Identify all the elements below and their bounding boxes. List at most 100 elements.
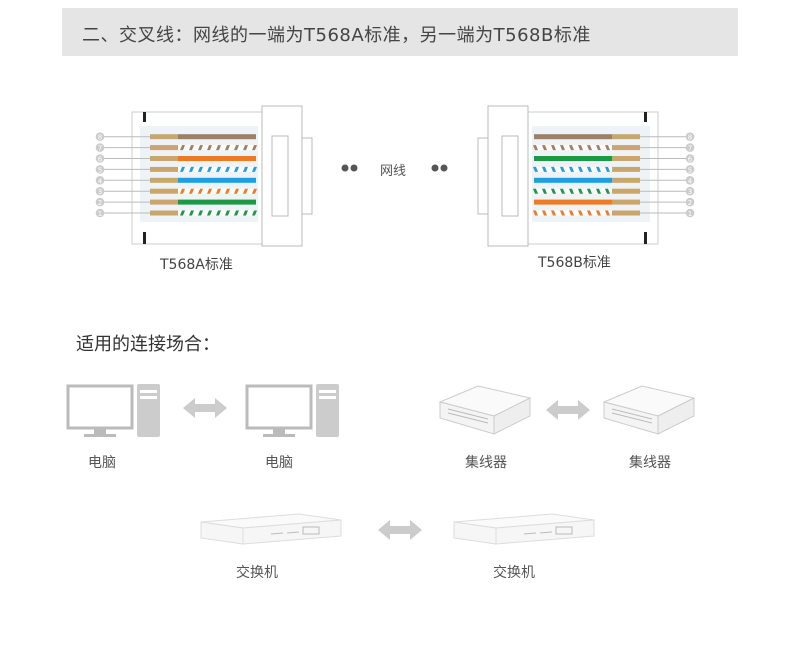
wire-stripe	[198, 145, 203, 151]
pin-contact	[612, 166, 640, 172]
pin-number: 8	[98, 134, 102, 142]
pin-contact	[150, 134, 178, 140]
device-label: 集线器	[465, 455, 507, 471]
wire-stripe	[605, 145, 610, 151]
latch-mark	[143, 112, 146, 122]
plug-tab	[301, 137, 313, 215]
device-label: 电脑	[88, 455, 116, 471]
wire	[178, 177, 256, 183]
pin-number-badge	[685, 143, 695, 152]
wire-stripe	[533, 145, 538, 151]
wire-stripe	[560, 166, 565, 172]
wire-stripe	[551, 210, 556, 216]
pin-number: 2	[688, 199, 692, 207]
plug-slot	[271, 135, 289, 217]
wire-stripe	[243, 145, 248, 151]
wire-stripe	[578, 188, 583, 194]
computer-icon	[245, 384, 339, 437]
wire-stripe	[225, 166, 230, 172]
cable-dots-right	[431, 164, 448, 172]
wire-stripe	[225, 145, 230, 151]
pin-contact	[612, 188, 640, 194]
pin-number: 5	[98, 166, 102, 174]
double-arrow-icon	[378, 520, 422, 540]
plug-window	[140, 126, 258, 222]
pin-contact	[612, 134, 640, 140]
wire-stripe	[551, 145, 556, 151]
wire-stripe	[578, 166, 583, 172]
computer-icon	[66, 384, 160, 437]
cable-label: 网线	[380, 164, 407, 179]
wire-stripe	[596, 145, 601, 151]
wire	[534, 199, 612, 205]
wire-stripe	[216, 145, 221, 151]
hub-icon	[438, 385, 532, 435]
device-label: 交换机	[493, 565, 535, 581]
wire-stripe	[189, 210, 194, 216]
pin-number-badge	[685, 186, 695, 196]
pin-number-badge	[95, 143, 105, 152]
wire-stripe	[605, 210, 610, 216]
wire-stripe	[560, 188, 565, 194]
pin-contact	[612, 199, 640, 205]
pin-number-badge	[95, 186, 105, 196]
pin-number-badge	[685, 154, 695, 163]
device-label: 电脑	[265, 455, 293, 471]
pin-number-badge	[95, 132, 105, 141]
hub-icon	[602, 385, 696, 435]
switch-icon	[200, 513, 342, 545]
wire-stripe	[207, 188, 212, 194]
pin-number-badge	[95, 208, 105, 218]
pin-contact	[150, 166, 178, 172]
wire-stripe	[234, 188, 239, 194]
wire	[178, 166, 256, 172]
pin-contact	[612, 156, 640, 161]
wire-stripe	[605, 188, 610, 194]
wire	[178, 156, 256, 161]
wire-stripe	[560, 145, 565, 151]
wire-stripe	[198, 188, 203, 194]
plug-tab	[477, 137, 489, 215]
wire-stripe	[551, 166, 556, 172]
pin-number: 2	[98, 199, 102, 207]
usage-title: 适用的连接场合：	[76, 334, 220, 355]
pin-number: 4	[688, 177, 693, 185]
pin-contact	[150, 177, 178, 183]
plug-slot	[501, 135, 519, 217]
wire-stripe	[542, 166, 547, 172]
wire-stripe	[180, 145, 185, 151]
wire-stripe	[207, 145, 212, 151]
wire-stripe	[243, 210, 248, 216]
wire-stripe	[578, 210, 583, 216]
pin-number: 6	[688, 156, 693, 164]
wire-stripe	[216, 166, 221, 172]
t568b-label: T568B标准	[538, 255, 611, 271]
t568a-label: T568A标准	[160, 257, 233, 273]
wire-stripe	[234, 166, 239, 172]
switch-icon	[453, 513, 595, 545]
wire-stripe	[198, 166, 203, 172]
pin-contact	[612, 177, 640, 183]
wire-stripe	[207, 166, 212, 172]
wire-stripe	[243, 188, 248, 194]
wire-stripe	[225, 188, 230, 194]
device-label: 交换机	[236, 565, 278, 581]
wire-stripe	[189, 188, 194, 194]
pin-number: 8	[688, 134, 692, 142]
wire-stripe	[578, 145, 583, 151]
wire-stripe	[234, 145, 239, 151]
pin-number-badge	[95, 197, 105, 207]
wire-stripe	[216, 210, 221, 216]
wire-stripe	[569, 145, 574, 151]
wire-stripe	[180, 166, 185, 172]
wire	[178, 134, 256, 140]
pin-number-badge	[685, 165, 695, 174]
wire-stripe	[596, 210, 601, 216]
latch-mark	[143, 232, 146, 244]
wire-stripe	[551, 188, 556, 194]
wire-stripe	[569, 210, 574, 216]
wire	[534, 177, 612, 183]
